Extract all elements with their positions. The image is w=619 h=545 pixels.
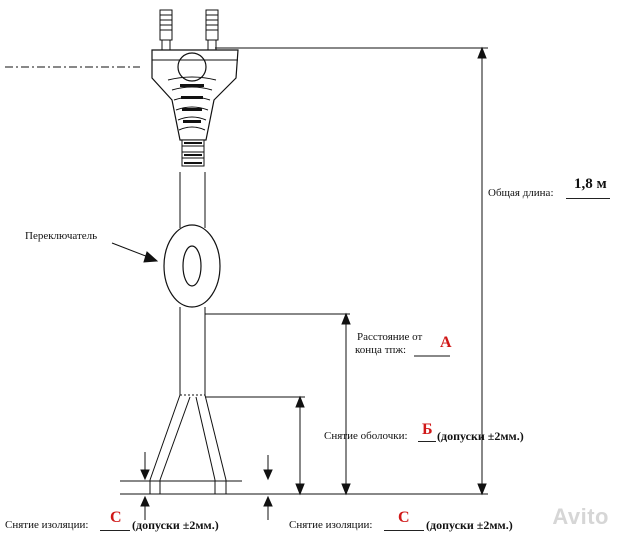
split-wires xyxy=(149,394,227,494)
plug-pins xyxy=(159,9,219,51)
switch-pointer-arrow xyxy=(111,242,159,263)
insulation-mark-left: С xyxy=(110,509,122,526)
switch-label: Переключатель xyxy=(25,230,98,242)
total-length-value: 1,8 м xyxy=(574,176,607,192)
insulation-tolerance-right: (допуски ±2мм.) xyxy=(426,518,513,532)
sheath-strip-label: Снятие оболочки: xyxy=(324,430,408,442)
distance-mark: А xyxy=(440,334,452,351)
distance-label-line1: Расстояние от xyxy=(357,331,423,343)
sheath-strip-dimension xyxy=(295,395,305,496)
insulation-strip-right-blank xyxy=(384,520,424,531)
sheath-mark: Б xyxy=(422,421,433,438)
insulation-tolerance-left: (допуски ±2мм.) xyxy=(132,518,219,532)
insulation-mark-right: С xyxy=(398,509,410,526)
plug-body xyxy=(151,49,239,167)
insulation-strip-arrows xyxy=(140,452,273,520)
sheath-strip-blank xyxy=(418,431,436,442)
sheath-tolerance: (допуски ±2мм.) xyxy=(437,429,524,443)
total-length-label: Общая длина: xyxy=(488,187,554,199)
insulation-strip-left-label: Снятие изоляции: xyxy=(5,519,89,531)
inline-switch xyxy=(163,224,221,308)
extension-lines xyxy=(120,47,488,495)
total-length-blank xyxy=(566,188,610,199)
insulation-strip-right-label: Снятие изоляции: xyxy=(289,519,373,531)
distance-a-dimension xyxy=(341,312,351,496)
total-length-dimension xyxy=(477,46,487,496)
cable-lower xyxy=(179,307,206,396)
distance-label-line2: конца тпж: xyxy=(355,344,407,356)
cable-upper xyxy=(179,172,206,228)
avito-watermark: Avito xyxy=(552,504,609,529)
insulation-strip-left-blank xyxy=(100,520,130,531)
